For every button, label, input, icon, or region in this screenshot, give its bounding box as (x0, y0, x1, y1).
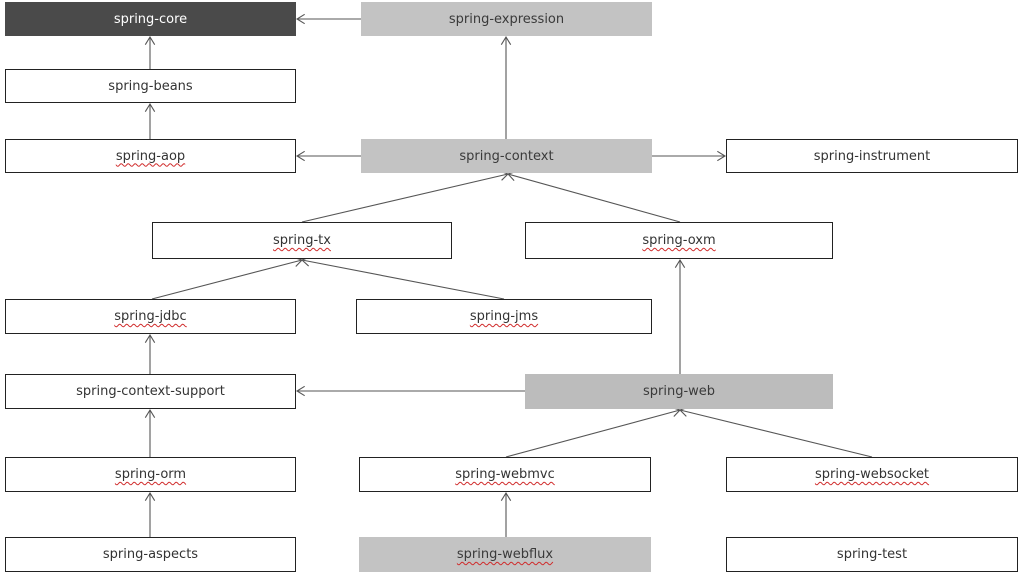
module-spring-test: spring-test (726, 537, 1018, 572)
arrowhead (295, 13, 305, 25)
module-label: spring-instrument (813, 148, 931, 164)
module-spring-core: spring-core (5, 2, 296, 36)
module-spring-aop: spring-aop (5, 139, 296, 173)
arrowhead (500, 35, 512, 45)
module-spring-webmvc: spring-webmvc (359, 457, 651, 492)
module-spring-websocket: spring-websocket (726, 457, 1018, 492)
module-label: spring-webflux (456, 547, 554, 562)
module-label: spring-oxm (642, 233, 716, 248)
module-label: spring-core (113, 11, 188, 27)
arrowhead (144, 333, 156, 343)
module-spring-tx: spring-tx (152, 222, 452, 259)
arrowhead (717, 150, 727, 162)
module-label: spring-websocket (814, 467, 930, 482)
arrowhead (295, 150, 305, 162)
module-spring-beans: spring-beans (5, 69, 296, 103)
module-spring-webflux: spring-webflux (359, 537, 651, 572)
dependency-arrow-line (505, 409, 681, 458)
module-label: spring-orm (114, 467, 187, 482)
arrowhead (144, 102, 156, 112)
module-spring-orm: spring-orm (5, 457, 296, 492)
dependency-arrow-line (507, 173, 681, 223)
dependency-arrow-line (301, 259, 505, 300)
dependency-arrow-line (301, 173, 509, 223)
module-spring-expression: spring-expression (361, 2, 652, 36)
module-spring-aspects: spring-aspects (5, 537, 296, 572)
module-spring-context: spring-context (361, 139, 652, 173)
module-label: spring-context (459, 148, 554, 164)
dependency-arrow-line (679, 409, 873, 458)
module-label: spring-expression (448, 11, 565, 27)
arrowhead (500, 491, 512, 501)
module-spring-web: spring-web (525, 374, 833, 409)
module-spring-instrument: spring-instrument (726, 139, 1018, 173)
module-label: spring-aspects (102, 547, 199, 562)
arrowhead (295, 385, 305, 397)
module-label: spring-jdbc (114, 309, 187, 324)
module-label: spring-aop (115, 148, 186, 164)
arrowhead (144, 408, 156, 418)
module-label: spring-beans (108, 78, 193, 94)
module-spring-context-support: spring-context-support (5, 374, 296, 409)
module-spring-jms: spring-jms (356, 299, 652, 334)
module-label: spring-jms (469, 309, 539, 324)
arrowhead (674, 258, 686, 268)
arrowhead (144, 35, 156, 45)
module-label: spring-tx (273, 233, 331, 248)
module-label: spring-webmvc (455, 467, 555, 482)
module-spring-oxm: spring-oxm (525, 222, 833, 259)
module-label: spring-test (836, 547, 908, 562)
module-label: spring-context-support (76, 384, 225, 399)
dependency-arrow-line (151, 259, 303, 300)
module-spring-jdbc: spring-jdbc (5, 299, 296, 334)
arrowhead (144, 491, 156, 501)
module-label: spring-web (642, 384, 716, 399)
